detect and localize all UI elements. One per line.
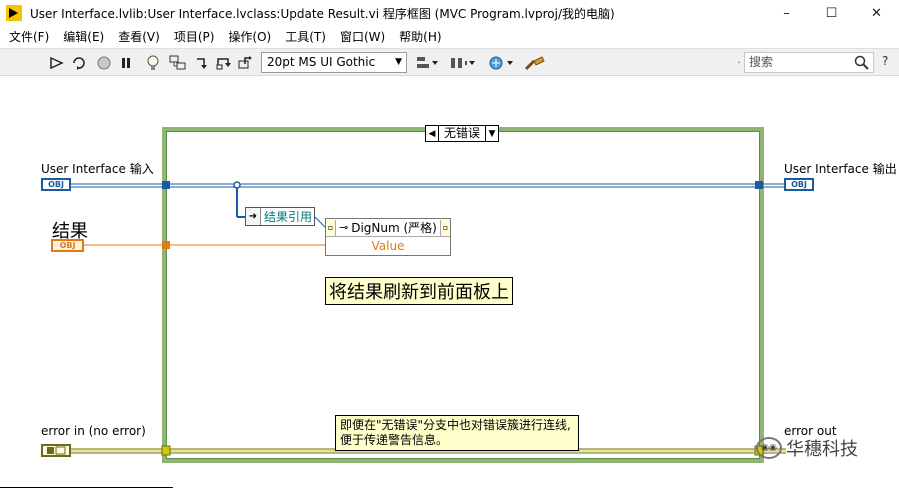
result-obj-tag: OBJ <box>59 241 76 250</box>
run-arrow-icon[interactable] <box>48 53 66 73</box>
case-next-icon[interactable]: ▼ <box>488 128 496 139</box>
ui-out-obj-tag: OBJ <box>791 180 807 189</box>
chevron-down-icon: ▼ <box>395 57 402 67</box>
block-diagram[interactable]: ◀ 无错误 ▼ User Interface 输入 OBJ User Inter… <box>0 77 899 490</box>
context-help-button[interactable]: ? <box>882 54 889 68</box>
window-title: User Interface.lvlib:User Interface.lvcl… <box>30 6 615 21</box>
result-label: 结果 <box>52 221 88 242</box>
menu-tools[interactable]: 工具(T) <box>285 30 326 44</box>
menu-bar: 文件(F) 编辑(E) 查看(V) 项目(P) 操作(O) 工具(T) 窗口(W… <box>0 26 899 48</box>
watermark: ◉◉ 华穗科技 <box>756 435 858 461</box>
menu-project[interactable]: 项目(P) <box>173 30 215 44</box>
comment-main[interactable]: 将结果刷新到前面板上 <box>325 277 513 305</box>
prop-node-error-corner-right: ▫ <box>440 219 450 236</box>
reference-arrow-icon: ➜ <box>246 208 261 225</box>
maximize-button[interactable]: ☐ <box>825 5 838 21</box>
case-selector-label[interactable]: 无错误 <box>438 126 486 141</box>
toolbar: 20pt MS UI Gothic ▼ · 搜索 ? <box>0 48 899 76</box>
pause-icon[interactable] <box>117 53 135 73</box>
font-select-value: 20pt MS UI Gothic <box>267 55 376 69</box>
wire-junction-dot <box>233 181 241 189</box>
wechat-icon: ◉◉ <box>756 437 782 459</box>
retain-wire-values-icon[interactable] <box>168 53 188 73</box>
comment-line-1: 即便在"无错误"分支中也对错误簇进行连线, <box>340 418 571 432</box>
run-continuously-icon[interactable] <box>70 53 88 73</box>
tunnel-result <box>162 241 170 249</box>
highlight-execution-icon[interactable] <box>144 53 162 73</box>
case-prev-icon[interactable]: ◀ <box>428 128 436 139</box>
distribute-objects-icon[interactable] <box>449 53 477 73</box>
search-input[interactable]: 搜索 <box>744 52 874 73</box>
prop-node-error-corner: ▫ <box>326 219 336 236</box>
property-arrow-icon: ⊸ <box>339 221 349 234</box>
ui-in-terminal[interactable]: OBJ <box>41 178 71 191</box>
prop-node-value-row[interactable]: Value <box>326 237 450 255</box>
minimize-button[interactable]: – <box>783 5 790 21</box>
result-reference-node[interactable]: ➜ 结果引用 <box>245 207 315 226</box>
menu-edit[interactable]: 编辑(E) <box>63 30 105 44</box>
case-selector[interactable]: ◀ 无错误 ▼ <box>425 125 499 142</box>
toolbar-separator: · <box>737 57 741 69</box>
comment-line-2: 便于传递警告信息。 <box>340 433 449 447</box>
result-terminal[interactable]: OBJ <box>51 239 84 252</box>
ui-out-terminal[interactable]: OBJ <box>784 178 814 191</box>
abort-icon[interactable] <box>95 53 113 73</box>
error-in-terminal[interactable] <box>41 444 71 457</box>
step-over-icon[interactable] <box>215 53 233 73</box>
align-objects-icon[interactable] <box>414 53 440 73</box>
prop-node-class: DigNum (严格) <box>351 221 437 235</box>
ui-in-label: User Interface 输入 <box>41 162 154 176</box>
error-out-label: error out <box>784 424 837 438</box>
property-node[interactable]: ▫ ⊸ DigNum (严格) ▫ Value <box>325 218 451 256</box>
step-into-icon[interactable] <box>194 53 212 73</box>
prop-node-property: Value <box>371 239 405 253</box>
watermark-text: 华穗科技 <box>786 439 858 460</box>
menu-help[interactable]: 帮助(H) <box>399 30 442 44</box>
ref-to-prop-wire <box>314 216 326 228</box>
cleanup-diagram-icon[interactable] <box>523 53 547 73</box>
close-button[interactable]: ✕ <box>871 5 882 21</box>
search-icon[interactable] <box>853 53 871 73</box>
menu-view[interactable]: 查看(V) <box>118 30 160 44</box>
tunnel-ui-out <box>755 181 763 189</box>
tunnel-ui-in <box>162 181 170 189</box>
menu-operate[interactable]: 操作(O) <box>228 30 272 44</box>
ref-node-label: 结果引用 <box>264 210 313 224</box>
ui-out-label: User Interface 输出 <box>784 162 897 176</box>
menu-file[interactable]: 文件(F) <box>9 30 50 44</box>
tunnel-error-in <box>161 445 171 456</box>
reorder-icon[interactable] <box>487 53 515 73</box>
window-title-bar: User Interface.lvlib:User Interface.lvcl… <box>0 0 899 26</box>
error-in-label: error in (no error) <box>41 424 146 438</box>
labview-vi-icon <box>6 5 22 21</box>
menu-window[interactable]: 窗口(W) <box>339 30 386 44</box>
comment-error-wiring[interactable]: 即便在"无错误"分支中也对错误簇进行连线, 便于传递警告信息。 <box>335 415 579 451</box>
error-cluster-icon <box>47 446 66 455</box>
bottom-divider <box>0 487 173 488</box>
font-select[interactable]: 20pt MS UI Gothic ▼ <box>261 52 407 73</box>
step-out-icon[interactable] <box>236 53 254 73</box>
ui-in-obj-tag: OBJ <box>48 180 64 189</box>
